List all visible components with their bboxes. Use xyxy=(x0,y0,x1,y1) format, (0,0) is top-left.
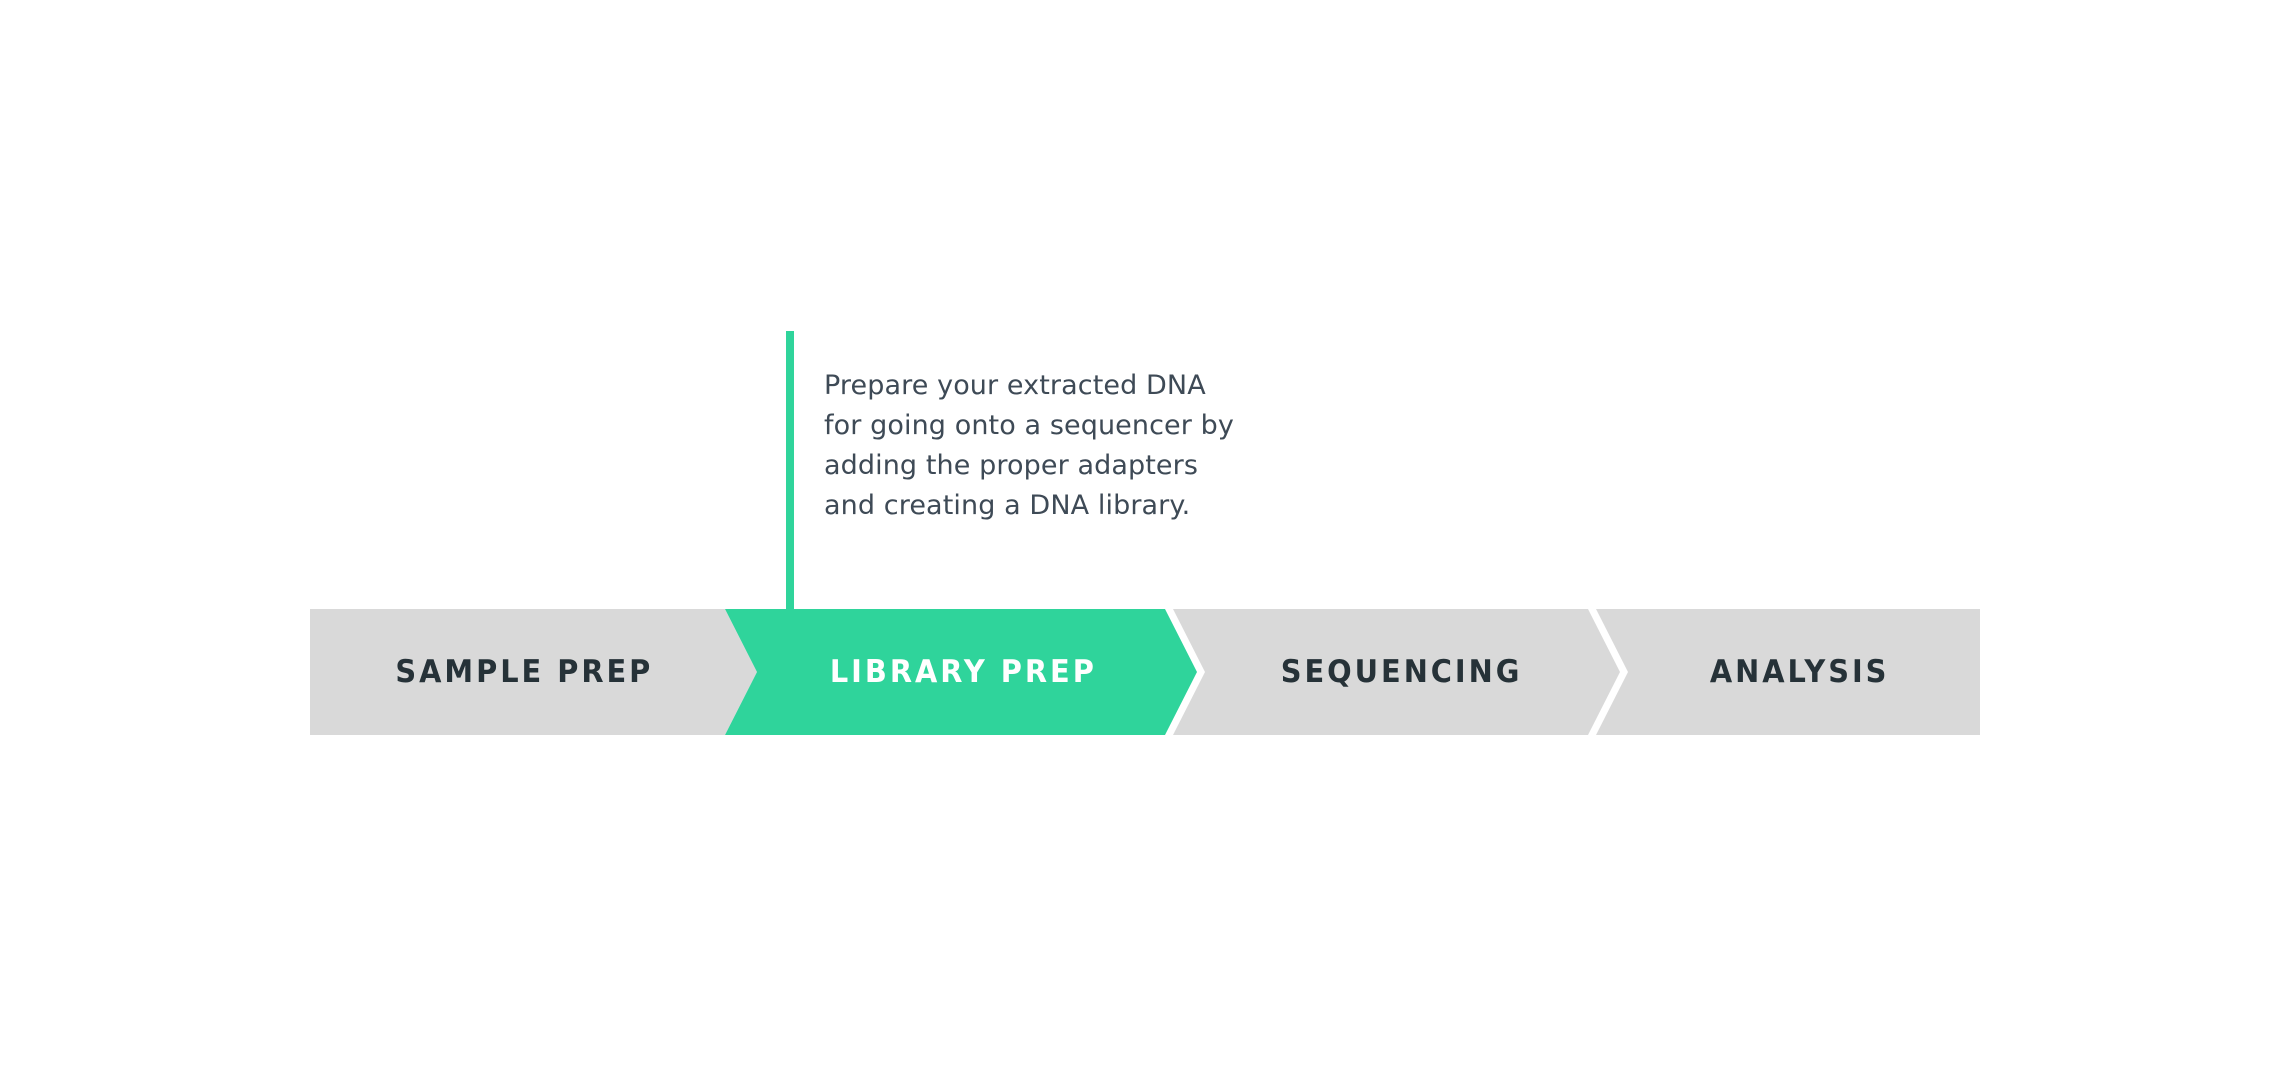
step-analysis-label: ANALYSIS xyxy=(1710,654,1890,690)
description-line-2: for going onto a sequencer by xyxy=(824,410,1234,441)
step-sample-prep[interactable]: SAMPLE PREP xyxy=(310,609,757,735)
description-line-4: and creating a DNA library. xyxy=(824,490,1191,521)
process-step-bar: SAMPLE PREP LIBRARY PREP SEQUENCING ANAL… xyxy=(310,609,1980,735)
active-step-connector-line xyxy=(786,331,794,621)
description-line-1: Prepare your extracted DNA xyxy=(824,370,1206,401)
step-sequencing[interactable]: SEQUENCING xyxy=(1173,609,1620,735)
step-sequencing-label: SEQUENCING xyxy=(1280,654,1522,690)
step-library-prep[interactable]: LIBRARY PREP xyxy=(725,609,1197,735)
step-library-prep-label: LIBRARY PREP xyxy=(830,654,1098,690)
step-sample-prep-label: SAMPLE PREP xyxy=(395,654,654,690)
description-line-3: adding the proper adapters xyxy=(824,450,1198,481)
step-analysis[interactable]: ANALYSIS xyxy=(1596,609,1980,735)
active-step-description: Prepare your extracted DNA for going ont… xyxy=(824,366,1244,526)
